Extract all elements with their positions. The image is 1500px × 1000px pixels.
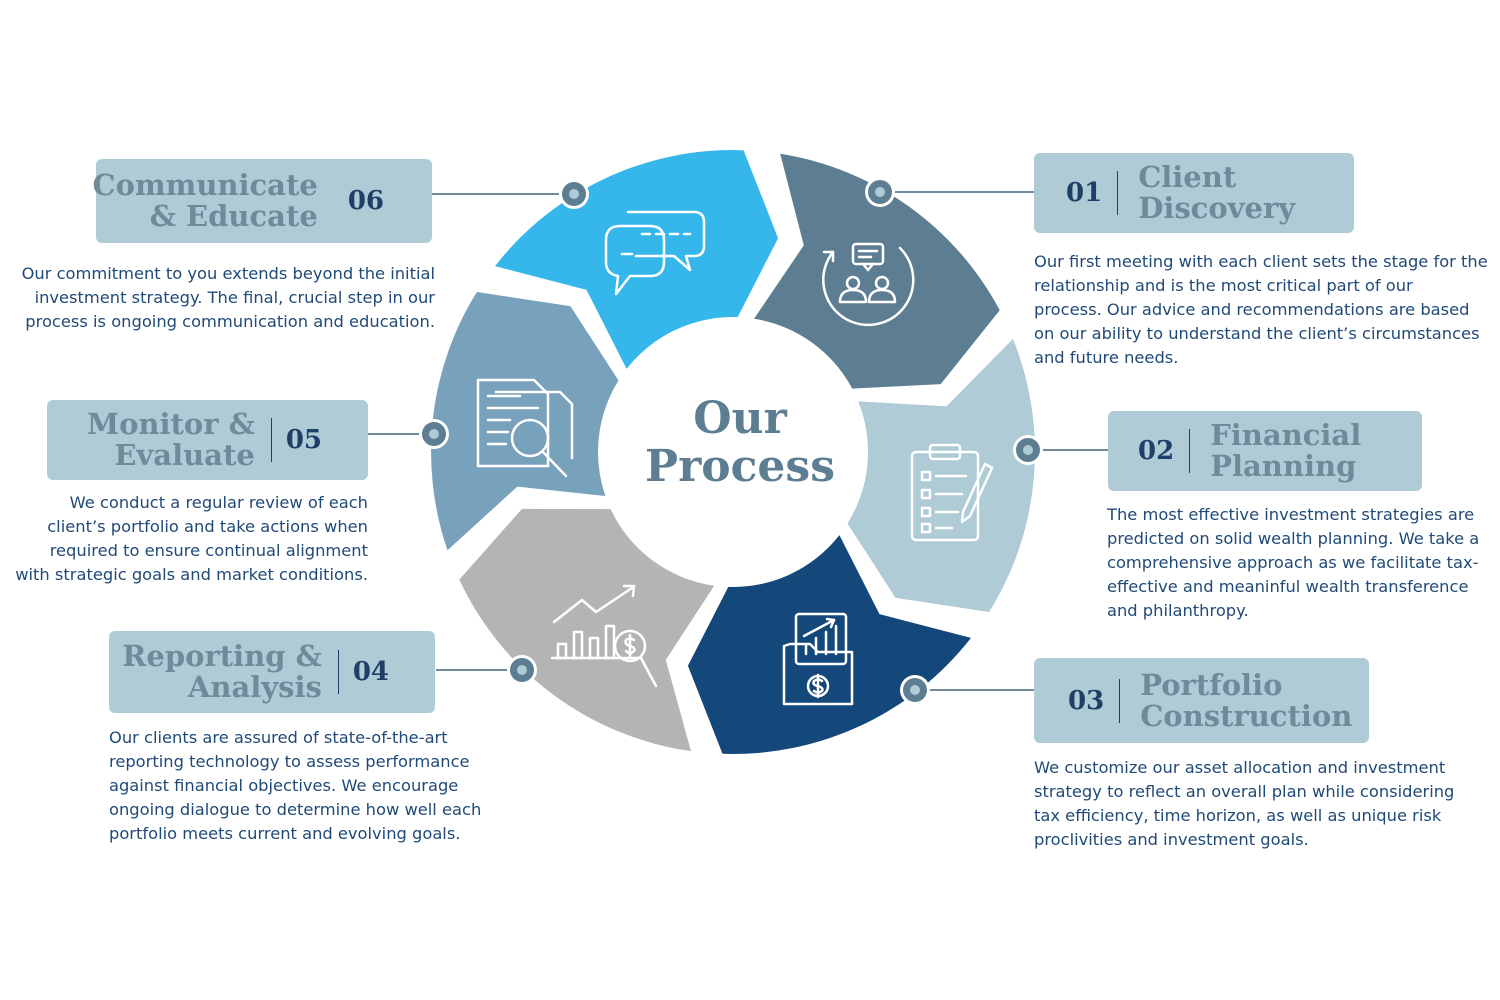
step-04-label: Reporting & Analysis 04	[109, 631, 435, 713]
step-title-line: Client	[1138, 160, 1237, 194]
label-divider	[1119, 678, 1121, 723]
description-line: and philanthropy.	[1107, 601, 1249, 620]
step-title: Communicate & Educate	[93, 170, 318, 232]
description-line: strategy to reflect an overall plan whil…	[1034, 782, 1455, 801]
step-title: Monitor & Evaluate	[87, 409, 255, 471]
step-title: Portfolio Construction	[1140, 667, 1353, 733]
description-line: tax efficiency, time horizon, as well as…	[1034, 806, 1442, 825]
label-divider	[270, 418, 272, 462]
description-line: comprehensive approach as we facilitate …	[1107, 553, 1479, 572]
description-line: against financial objectives. We encoura…	[109, 776, 459, 795]
step-title-line: Portfolio	[1140, 667, 1283, 702]
step-number: 03	[1068, 685, 1105, 716]
center-title-line-2: Process	[645, 441, 835, 492]
step-06-label: Communicate & Educate 06	[93, 159, 432, 243]
description-line: predicted on solid wealth planning. We t…	[1107, 529, 1480, 548]
step-04-description: Our clients are assured of state-of-the-…	[109, 726, 481, 846]
segment-01-client-discovery	[754, 153, 1000, 389]
folder-chart-dollar-icon	[782, 612, 854, 706]
step-02-label: 02 Financial Planning	[1108, 411, 1422, 491]
step-title: Financial Planning	[1210, 420, 1361, 482]
description-line: and future needs.	[1034, 348, 1179, 367]
description-line: The most effective investment strategies…	[1107, 505, 1475, 524]
step-number: 06	[347, 186, 384, 216]
segment-03-portfolio-construction	[687, 535, 971, 754]
description-line: effective and meaninful wealth transfere…	[1107, 577, 1469, 596]
description-line: on our ability to understand the client’…	[1034, 324, 1480, 343]
step-number: 04	[352, 657, 389, 687]
document-magnifier-icon	[476, 378, 574, 478]
description-line: Our commitment to you extends beyond the…	[21, 264, 435, 283]
description-line: We customize our asset allocation and in…	[1034, 758, 1446, 777]
step-03-label: 03 Portfolio Construction	[1034, 658, 1369, 743]
center-title-line-1: Our	[693, 393, 787, 444]
segment-04-reporting-analysis	[459, 508, 715, 752]
step-title-line: Planning	[1210, 449, 1357, 483]
description-line: ongoing dialogue to determine how well e…	[109, 800, 482, 819]
description-line: process. Our advice and recommendations …	[1034, 300, 1470, 319]
step-06-description: Our commitment to you extends beyond the…	[22, 262, 435, 334]
step-title-line: Financial	[1210, 418, 1362, 452]
step-number: 05	[285, 425, 322, 455]
description-line: process is ongoing communication and edu…	[25, 312, 435, 331]
step-title-line: & Educate	[149, 199, 318, 233]
description-line: relationship and is the most critical pa…	[1034, 276, 1413, 295]
description-line: proclivities and investment goals.	[1034, 830, 1309, 849]
description-line: portfolio meets current and evolving goa…	[109, 824, 461, 843]
step-05-description: We conduct a regular review of each clie…	[15, 491, 368, 587]
step-title-line: Discovery	[1138, 191, 1296, 225]
step-02-description: The most effective investment strategies…	[1107, 503, 1479, 623]
step-title-line: Analysis	[187, 670, 322, 704]
step-number: 01	[1066, 178, 1103, 208]
step-title-line: Monitor &	[86, 407, 255, 441]
step-title-line: Communicate	[92, 168, 318, 202]
step-title-line: Construction	[1140, 698, 1353, 733]
step-01-description: Our first meeting with each client sets …	[1034, 250, 1488, 370]
description-line: We conduct a regular review of each	[69, 493, 368, 512]
center-title: Our Process	[620, 395, 860, 491]
step-title-line: Evaluate	[114, 438, 255, 472]
step-01-label: 01 Client Discovery	[1034, 153, 1354, 233]
label-divider	[337, 650, 339, 694]
speech-bubbles-icon	[604, 210, 706, 296]
label-divider	[1117, 171, 1119, 215]
description-line: Our clients are assured of state-of-the-…	[109, 728, 448, 747]
description-line: client’s portfolio and take actions when	[47, 517, 368, 536]
step-03-description: We customize our asset allocation and in…	[1034, 756, 1454, 852]
label-divider	[1189, 429, 1191, 473]
description-line: reporting technology to assess performan…	[109, 752, 470, 771]
description-line: with strategic goals and market conditio…	[15, 565, 368, 584]
description-line: investment strategy. The final, crucial …	[34, 288, 435, 307]
people-chat-cycle-icon	[822, 242, 915, 327]
step-number: 02	[1138, 436, 1175, 466]
step-05-label: Monitor & Evaluate 05	[47, 400, 368, 480]
description-line: Our first meeting with each client sets …	[1034, 252, 1488, 271]
step-title: Reporting & Analysis	[122, 641, 322, 703]
step-title: Client Discovery	[1138, 162, 1295, 224]
bar-chart-magnifier-icon	[550, 584, 658, 688]
clipboard-checklist-icon	[910, 443, 994, 542]
description-line: required to ensure continual alignment	[49, 541, 368, 560]
step-title-line: Reporting &	[122, 639, 322, 673]
